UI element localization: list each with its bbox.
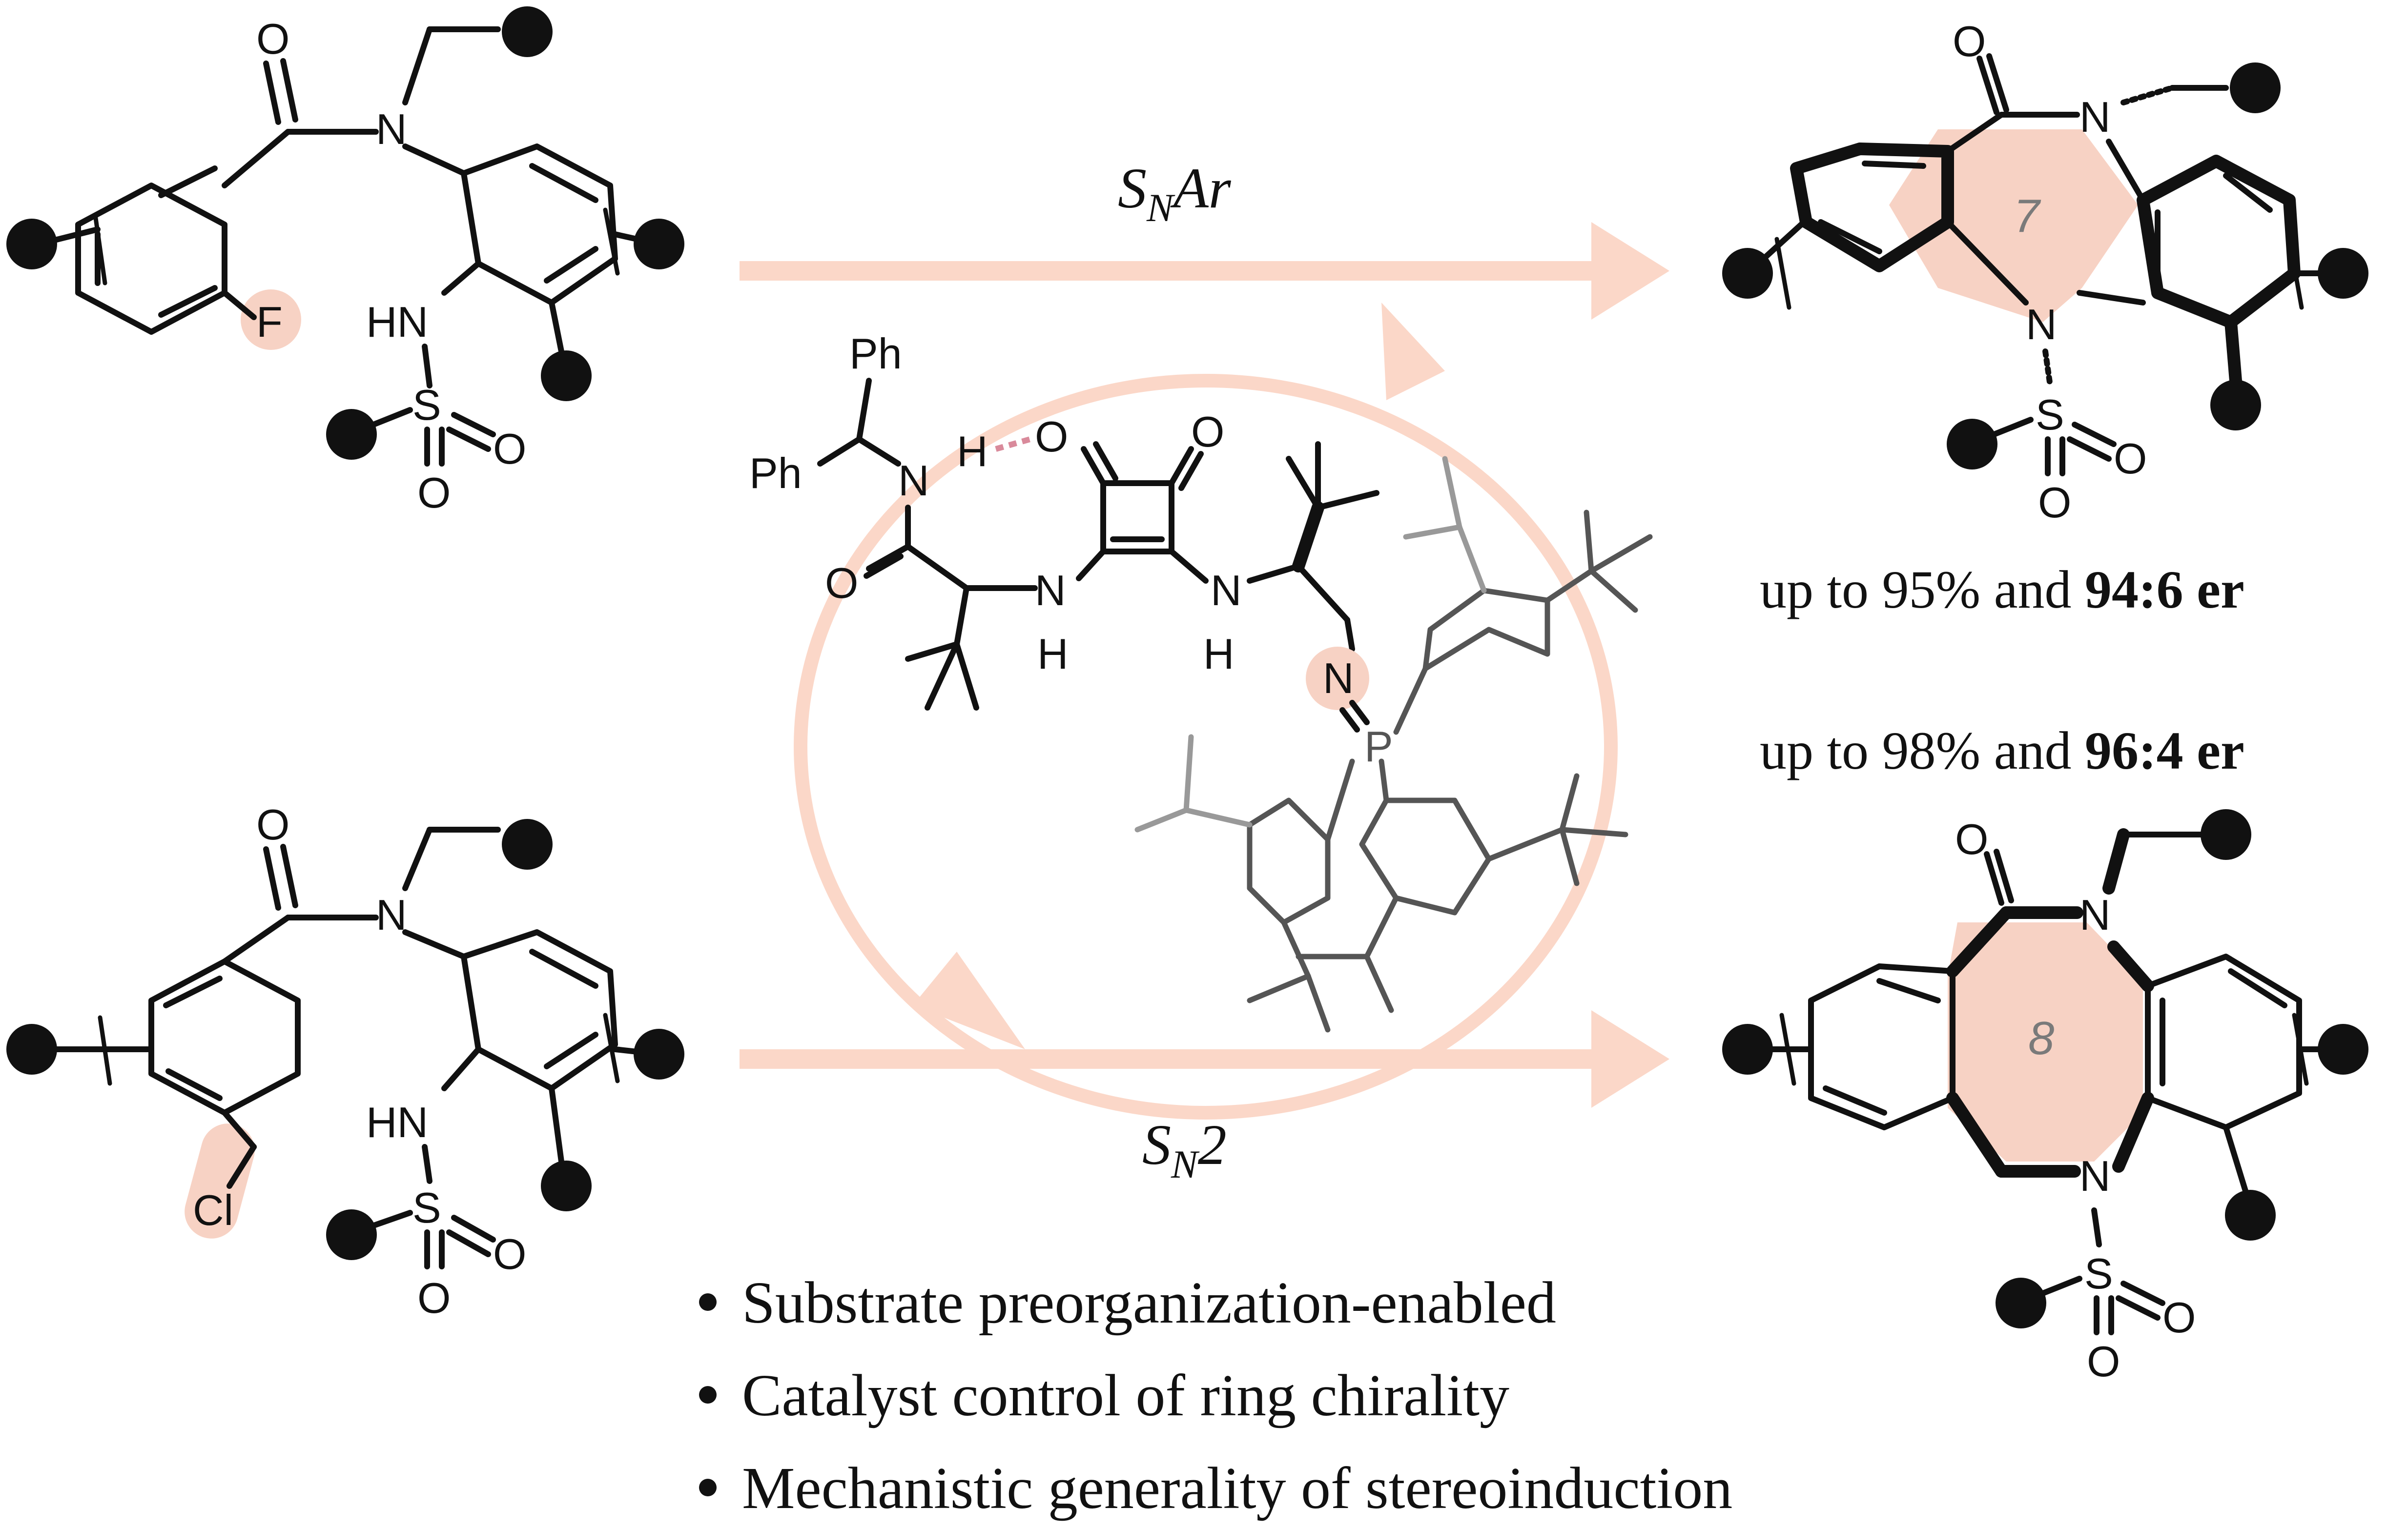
svg-text:O: O — [2162, 1293, 2196, 1342]
svg-text:O: O — [256, 15, 289, 63]
svg-text:N: N — [1035, 566, 1066, 614]
svg-text:8: 8 — [2028, 1012, 2054, 1064]
catalytic-cycle — [794, 303, 1618, 1120]
svg-text:O: O — [417, 1274, 451, 1322]
svg-text:N: N — [898, 456, 929, 505]
svg-text:N: N — [2026, 300, 2057, 348]
reaction-label-sn2: SN2 — [1142, 1113, 1227, 1186]
svg-text:H: H — [1037, 630, 1069, 678]
feature-list: Substrate preorganization-enabled Cataly… — [699, 1270, 1732, 1521]
svg-text:O: O — [1955, 815, 1988, 863]
svg-text:N: N — [376, 891, 407, 939]
svg-text:O: O — [1953, 17, 1986, 65]
product-seven-membered: 7 O N N S O O — [1722, 17, 2368, 527]
svg-text:Ph: Ph — [849, 329, 902, 378]
svg-text:N: N — [2079, 1152, 2111, 1200]
svg-text:Ph: Ph — [749, 449, 802, 497]
svg-text:O: O — [825, 559, 858, 607]
svg-text:7: 7 — [2014, 190, 2041, 242]
svg-text:H: H — [957, 427, 988, 475]
svg-text:O: O — [256, 800, 289, 849]
svg-text:N: N — [2079, 891, 2111, 939]
reaction-arrow-top — [740, 222, 1669, 320]
result-bottom: up to 98% and 96:4 er — [1760, 721, 2244, 780]
cycle-arrowhead-top — [1381, 303, 1445, 400]
svg-text:O: O — [2087, 1337, 2120, 1386]
catalyst: Ph Ph N H O O N H O N H — [749, 329, 1653, 1033]
svg-text:P: P — [1364, 722, 1393, 771]
svg-text:H: H — [1203, 630, 1235, 678]
svg-text:O: O — [1035, 412, 1068, 461]
product-eight-membered: 8 O N N S O O — [1722, 809, 2368, 1386]
svg-text:O: O — [417, 469, 451, 517]
bullet-item: Mechanistic generality of stereoinductio… — [742, 1455, 1732, 1521]
svg-text:Cl: Cl — [193, 1186, 233, 1234]
svg-text:O: O — [493, 425, 526, 473]
substrate-fluoro: O N F HN S O O — [6, 6, 684, 517]
svg-text:S: S — [2036, 390, 2064, 439]
svg-text:O: O — [1191, 408, 1224, 456]
svg-text:O: O — [493, 1230, 526, 1278]
substrate-chloro: O N Cl HN S O O — [6, 800, 684, 1322]
svg-text:S: S — [412, 1183, 441, 1232]
cycle-arrowhead-bottom — [913, 952, 1025, 1049]
svg-text:N: N — [376, 105, 407, 153]
svg-text:N: N — [1323, 654, 1354, 702]
svg-text:F: F — [256, 298, 283, 346]
svg-text:O: O — [2038, 478, 2071, 527]
svg-text:HN: HN — [366, 298, 428, 346]
svg-text:S: S — [2084, 1249, 2113, 1298]
reaction-label-snar: SNAr — [1118, 156, 1232, 230]
bullet-item: Catalyst control of ring chirality — [742, 1363, 1509, 1428]
reaction-arrow-bottom — [740, 1010, 1669, 1108]
svg-text:N: N — [2079, 93, 2111, 141]
bullet-item: Substrate preorganization-enabled — [742, 1270, 1556, 1336]
svg-text:HN: HN — [366, 1098, 428, 1146]
svg-text:O: O — [2114, 434, 2147, 483]
result-top: up to 95% and 94:6 er — [1760, 560, 2244, 619]
svg-text:N: N — [1211, 566, 1242, 614]
svg-text:S: S — [412, 381, 441, 429]
